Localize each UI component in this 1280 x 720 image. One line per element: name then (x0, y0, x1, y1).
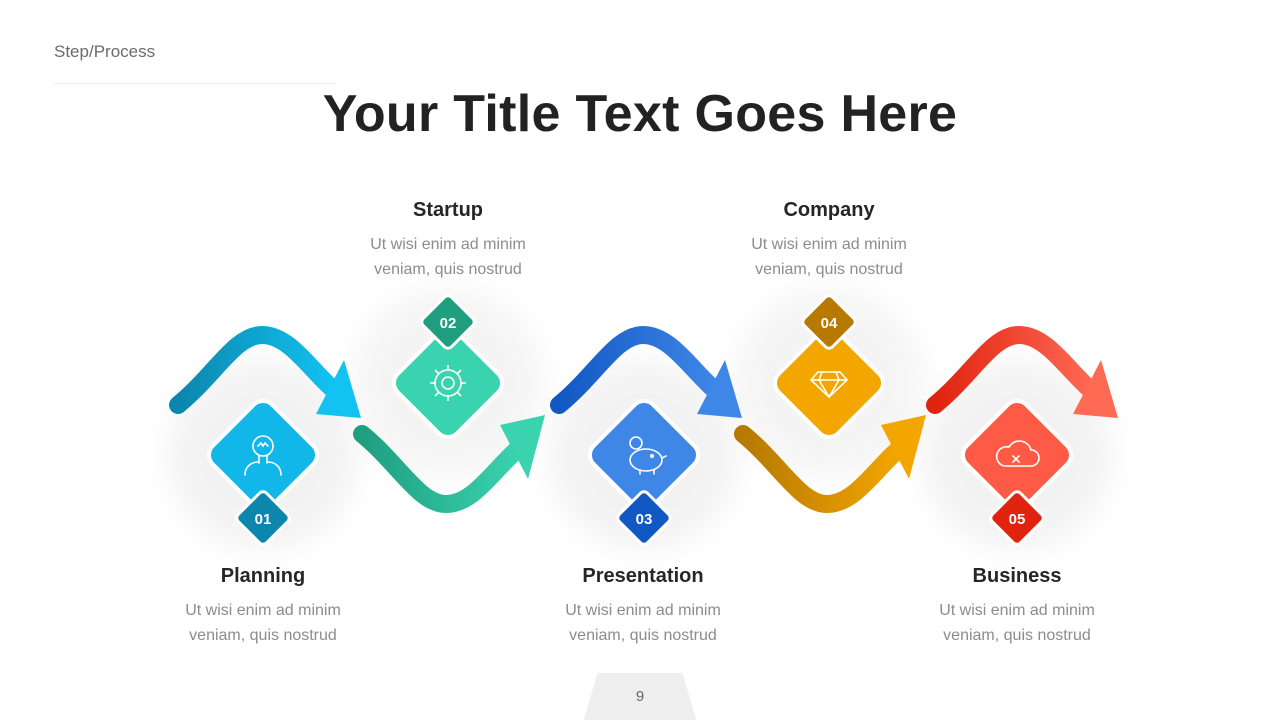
step-1-description: Ut wisi enim ad minim veniam, quis nostr… (185, 602, 341, 644)
step-2-description: Ut wisi enim ad minim veniam, quis nostr… (370, 236, 526, 278)
page-title: Your Title Text Goes Here (322, 85, 958, 143)
step-1-title: Planning (220, 565, 306, 587)
arrow-under-4 (734, 415, 926, 514)
step-2-title: Startup (413, 199, 483, 221)
step-5-description: Ut wisi enim ad minim veniam, quis nostr… (939, 602, 1095, 644)
step-4-text: Company Ut wisi enim ad minim veniam, qu… (699, 199, 959, 282)
cloud-icon (995, 440, 1040, 467)
step-5-title: Business (972, 565, 1062, 587)
step-1-text: Planning Ut wisi enim ad minim veniam, q… (133, 565, 393, 648)
step-3-title: Presentation (582, 565, 704, 587)
step-2-badge: 02 (420, 294, 476, 350)
arrow-over-3 (550, 325, 742, 418)
step-3-tile (587, 398, 701, 512)
step-1-number: 01 (255, 511, 272, 528)
step-4-tile (772, 326, 886, 440)
step-5-number: 05 (1009, 511, 1026, 528)
step-1-badge: 01 (235, 490, 291, 546)
step-3-badge: 03 (616, 490, 672, 546)
piggy-bank-icon (629, 436, 667, 475)
gear-icon (430, 365, 466, 401)
step-4-description: Ut wisi enim ad minim veniam, quis nostr… (751, 236, 907, 278)
step-1-tile (206, 398, 320, 512)
step-4-badge: 04 (801, 294, 857, 350)
page-number-tab (584, 673, 696, 720)
step-4-title: Company (783, 199, 875, 221)
step-5-badge: 05 (989, 490, 1045, 546)
page-number: 9 (635, 688, 645, 705)
breadcrumb-divider (54, 83, 336, 84)
step-2-tile (391, 326, 505, 440)
arrow-over-1 (169, 325, 361, 418)
step-5-text: Business Ut wisi enim ad minim veniam, q… (887, 565, 1147, 648)
step-3-number: 03 (636, 511, 653, 528)
step-3-text: Presentation Ut wisi enim ad minim venia… (513, 565, 773, 648)
step-2-text: Startup Ut wisi enim ad minim veniam, qu… (318, 199, 578, 282)
breadcrumb: Step/Process (54, 42, 156, 61)
step-5-tile (960, 398, 1074, 512)
lightbulb-head-icon (244, 435, 282, 476)
step-2-number: 02 (440, 315, 457, 332)
arrow-under-2 (353, 415, 545, 514)
step-3-description: Ut wisi enim ad minim veniam, quis nostr… (565, 602, 721, 644)
diamond-icon (810, 371, 848, 398)
arrow-over-5 (926, 325, 1118, 418)
step-4-number: 04 (821, 315, 838, 332)
